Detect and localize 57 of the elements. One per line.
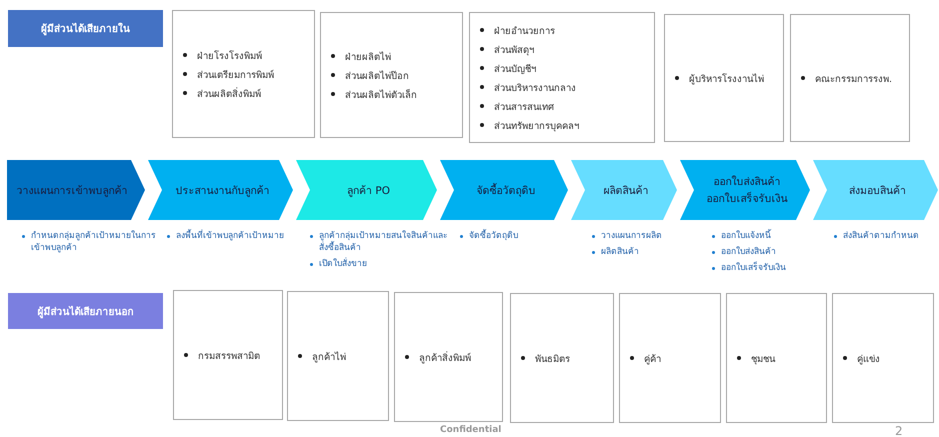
bullet-text: คณะกรรมการรงพ. <box>815 72 892 86</box>
bullet-text: ส่วนสารสนเทศ <box>494 100 554 114</box>
stakeholder-card <box>320 12 463 138</box>
bullet-text: คู่ค้า <box>644 352 661 366</box>
stakeholder-card <box>664 14 784 142</box>
stakeholder-card <box>832 293 934 423</box>
bullet-note: กำหนดกลุ่มลูกค้าเป้าหมายในการเข้าพบลูกค้า <box>31 230 157 254</box>
bullet-note: ออกใบเสร็จรับเงิน <box>721 262 786 274</box>
bullet-note: ส่งสินค้าตามกำหนด <box>843 230 919 242</box>
stakeholder-card <box>287 291 389 421</box>
bullet-note: ออกใบส่งสินค้า <box>721 246 776 258</box>
bullet-text: ส่วนผลิตไพ่ตัวเล็ก <box>345 88 417 102</box>
chevron-label: ลูกค้า PO <box>347 184 390 198</box>
bullet-note: ผลิตสินค้า <box>601 246 639 258</box>
bullet-text: ฝ่ายโรงโรงพิมพ์ <box>197 49 262 62</box>
chevron-label: ส่งมอบสินค้า <box>849 184 906 198</box>
bullet-text: กรมสรรพสามิต <box>198 350 260 362</box>
bullet-text: ส่วนพัสดุฯ <box>494 44 534 56</box>
bullet-note: ลูกค้ากลุ่มเป้าหมายสนใจสินค้าและสั่งซื้อสินค้า <box>319 230 448 254</box>
chevron-label: วางแผนการเข้าพบลูกค้า <box>16 184 128 198</box>
stakeholder-card <box>469 12 655 143</box>
chevron-label: ออกใบส่งสินค้า <box>714 174 780 190</box>
process-step-banner <box>7 160 145 220</box>
bullet-text: พันธมิตร <box>535 352 570 366</box>
stakeholder-card <box>173 290 283 420</box>
bullet-note: จัดซื้อวัตถุดิบ <box>469 230 518 242</box>
stakeholder-card <box>172 10 315 138</box>
footer-text: Confidential <box>440 425 502 435</box>
bullet-text: ส่วนผลิตสิ่งพิมพ์ <box>197 86 261 100</box>
chevron-label: ประสานงานกับลูกค้า <box>176 184 270 198</box>
bullet-text: คู่แข่ง <box>857 352 880 366</box>
bullet-note: เปิดใบสั่งขาย <box>319 258 367 270</box>
bullet-text: ผู้บริหารโรงงานไพ่ <box>689 72 764 86</box>
bullet-text: ส่วนทรัพยากรบุคคลฯ <box>494 120 579 132</box>
header-banner: ผู้มีส่วนได้เสียภายใน <box>8 10 163 47</box>
bullet-text: ส่วนบัญชีฯ <box>494 62 536 76</box>
stakeholder-card <box>726 293 827 423</box>
bullet-text: ฝ่ายผลิตไพ่ <box>345 50 391 64</box>
bullet-text: ชุมชน <box>751 352 775 366</box>
bullet-note: วางแผนการผลิต <box>601 230 662 242</box>
chevron-label: จัดซื้อวัตถุดิบ <box>476 182 536 198</box>
chevron-label: ออกใบเสร็จรับเงิน <box>706 190 788 207</box>
bullet-note: ลงพื้นที่เข้าพบลูกค้าเป้าหมาย <box>176 230 284 242</box>
bullet-text: ส่วนเตรียมการพิมพ์ <box>197 68 274 82</box>
bullet-text: ลูกค้าไพ่ <box>312 350 346 364</box>
stakeholder-card <box>790 14 910 142</box>
bullet-text: ฝ่ายอำนวยการ <box>494 24 555 38</box>
page-number: 2 <box>895 424 903 437</box>
stakeholder-card <box>394 292 503 422</box>
header-banner: ผู้มีส่วนได้เสียภายนอก <box>8 293 163 329</box>
stakeholder-card <box>619 293 721 423</box>
bullet-text: ส่วนบริหารงานกลาง <box>494 82 576 94</box>
bullet-text: ลูกค้าสิ่งพิมพ์ <box>419 350 471 364</box>
bullet-note: ออกใบแจ้งหนี้ <box>721 230 771 242</box>
chevron-label: ผลิตสินค้า <box>604 184 648 198</box>
stakeholder-card <box>510 293 614 423</box>
bullet-text: ส่วนผลิตไพ่ป๊อก <box>345 70 409 82</box>
